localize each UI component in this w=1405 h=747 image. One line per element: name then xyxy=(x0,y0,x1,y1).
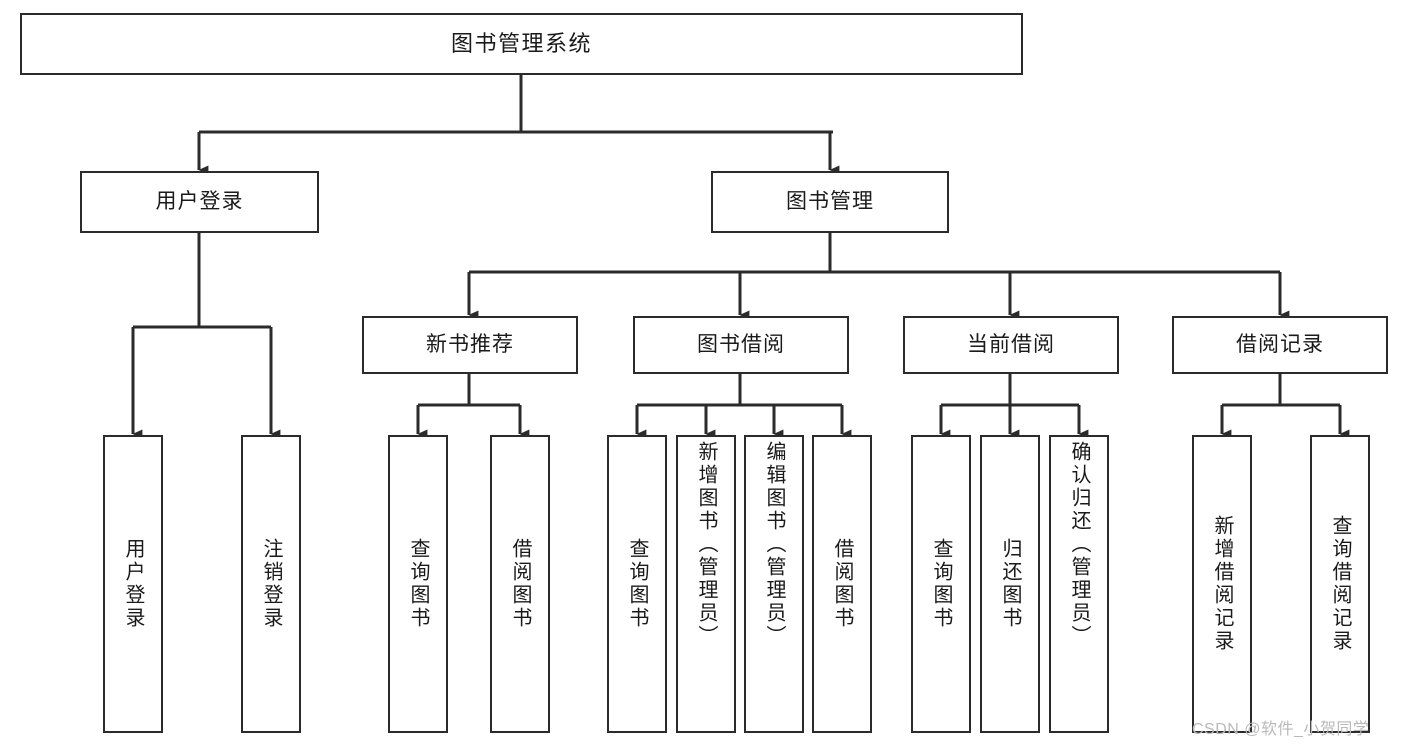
node-leaf-edit-book-admin[interactable]: 编辑图书（管理员） xyxy=(744,435,804,733)
node-leaf-query-book-1[interactable]: 查询图书 xyxy=(388,435,448,733)
node-leaf-return-book-label: 归还图书 xyxy=(999,538,1021,630)
node-book-manage[interactable]: 图书管理 xyxy=(711,171,949,233)
node-user-login-label: 用户登录 xyxy=(155,190,244,214)
node-leaf-query-book-3-label: 查询图书 xyxy=(930,538,952,630)
node-book-borrow-label: 图书借阅 xyxy=(697,333,785,357)
node-leaf-add-borrow-record-label: 新增借阅记录 xyxy=(1211,515,1233,653)
node-leaf-confirm-return-admin-label: 确认归还（管理员） xyxy=(1068,441,1090,648)
node-book-borrow[interactable]: 图书借阅 xyxy=(633,316,849,374)
node-leaf-user-login-label: 用户登录 xyxy=(122,538,144,630)
node-leaf-user-logout-label: 注销登录 xyxy=(260,538,282,630)
node-new-book-recommend[interactable]: 新书推荐 xyxy=(362,316,578,374)
node-leaf-query-book-2-label: 查询图书 xyxy=(626,538,648,630)
node-leaf-query-book-2[interactable]: 查询图书 xyxy=(607,435,667,733)
node-current-borrow[interactable]: 当前借阅 xyxy=(903,316,1119,374)
node-leaf-return-book[interactable]: 归还图书 xyxy=(980,435,1040,733)
node-leaf-user-logout[interactable]: 注销登录 xyxy=(241,435,301,733)
node-root-system[interactable]: 图书管理系统 xyxy=(20,13,1023,75)
node-leaf-borrow-book-1[interactable]: 借阅图书 xyxy=(490,435,550,733)
node-leaf-add-book-admin[interactable]: 新增图书（管理员） xyxy=(676,435,736,733)
node-leaf-query-borrow-record[interactable]: 查询借阅记录 xyxy=(1310,435,1370,733)
node-borrow-record[interactable]: 借阅记录 xyxy=(1172,316,1388,374)
node-user-login[interactable]: 用户登录 xyxy=(80,171,319,233)
node-leaf-borrow-book-1-label: 借阅图书 xyxy=(509,538,531,630)
node-leaf-query-book-1-label: 查询图书 xyxy=(407,538,429,630)
node-leaf-user-login[interactable]: 用户登录 xyxy=(103,435,163,733)
node-leaf-edit-book-admin-label: 编辑图书（管理员） xyxy=(763,441,785,648)
node-leaf-borrow-book-2-label: 借阅图书 xyxy=(831,538,853,630)
node-borrow-record-label: 借阅记录 xyxy=(1236,333,1324,357)
node-leaf-query-book-3[interactable]: 查询图书 xyxy=(911,435,971,733)
node-root-system-label: 图书管理系统 xyxy=(450,30,592,56)
csdn-watermark: CSDN @软件_小贺同学 xyxy=(1192,721,1370,738)
node-leaf-add-book-admin-label: 新增图书（管理员） xyxy=(695,441,717,648)
node-book-manage-label: 图书管理 xyxy=(786,190,874,214)
node-leaf-borrow-book-2[interactable]: 借阅图书 xyxy=(812,435,872,733)
node-leaf-add-borrow-record[interactable]: 新增借阅记录 xyxy=(1192,435,1252,733)
node-current-borrow-label: 当前借阅 xyxy=(967,333,1055,357)
node-leaf-confirm-return-admin[interactable]: 确认归还（管理员） xyxy=(1049,435,1109,733)
node-leaf-query-borrow-record-label: 查询借阅记录 xyxy=(1329,515,1351,653)
node-new-book-recommend-label: 新书推荐 xyxy=(426,333,514,357)
